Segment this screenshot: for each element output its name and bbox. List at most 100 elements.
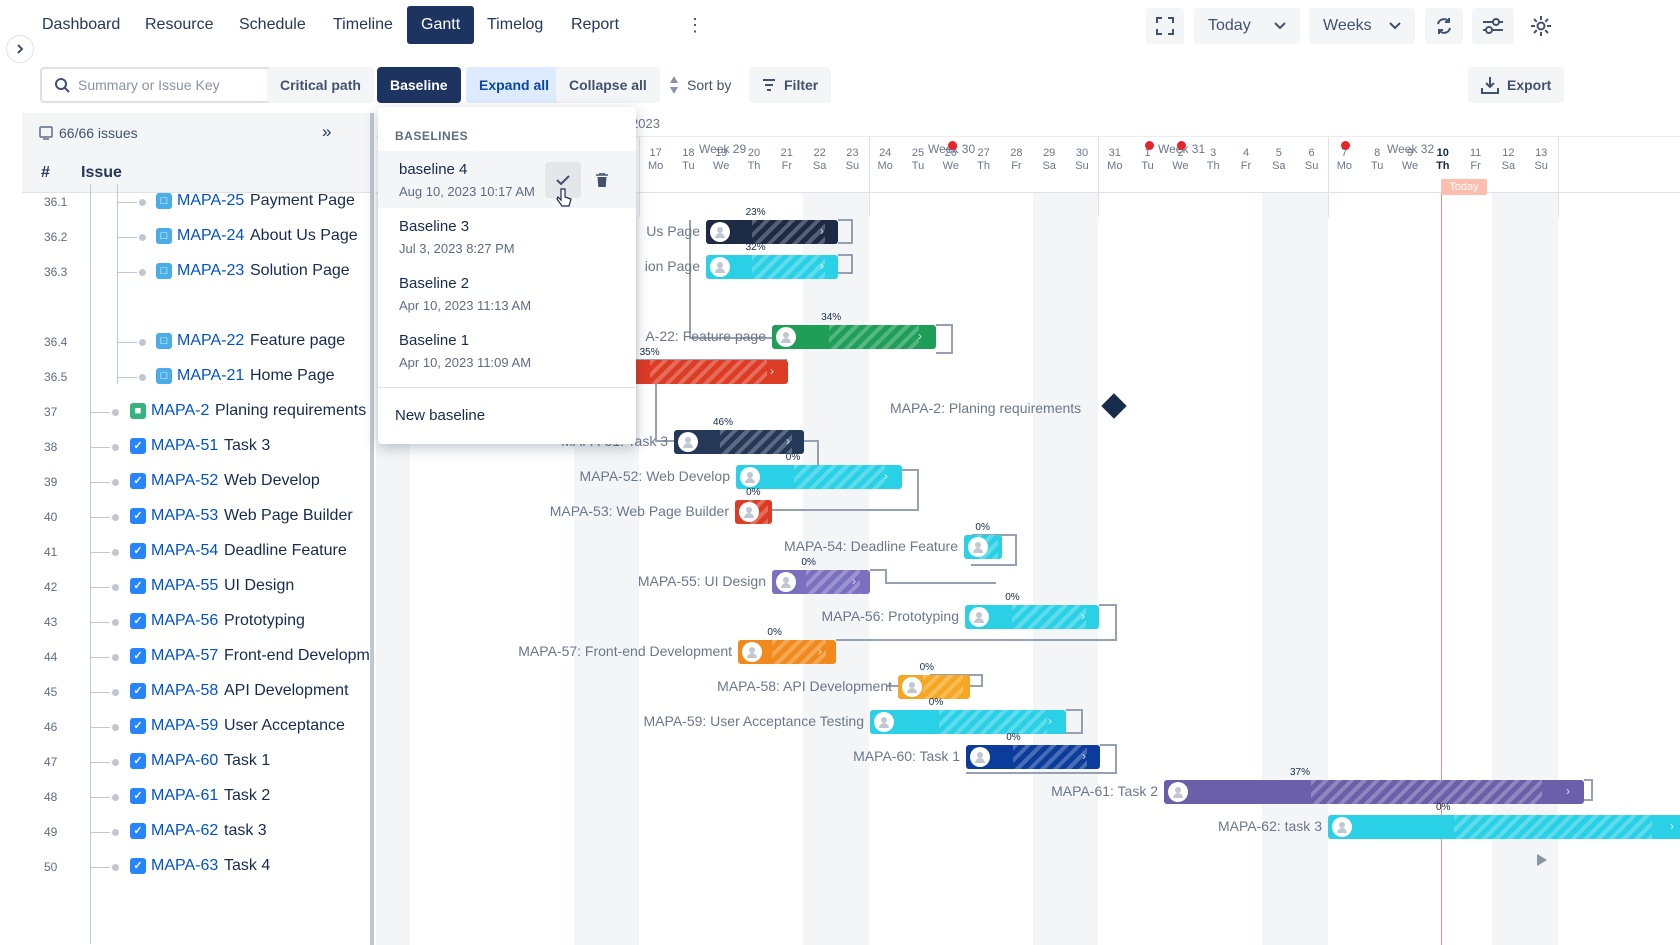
baseline-button[interactable]: Baseline xyxy=(377,67,461,103)
today-dropdown[interactable]: Today xyxy=(1194,8,1300,44)
expand-all-button[interactable]: Expand all xyxy=(466,67,563,103)
day-number: 12 xyxy=(1502,147,1515,159)
issue-key-link[interactable]: MAPA-55 xyxy=(151,577,219,594)
baseline-item[interactable]: Baseline 1 Apr 10, 2023 11:09 AM xyxy=(378,322,636,379)
collapse-all-button[interactable]: Collapse all xyxy=(556,67,660,103)
baseline-item[interactable]: baseline 4 Aug 10, 2023 10:17 AM xyxy=(378,151,636,208)
day-number: 18 xyxy=(682,147,695,159)
sidebar-toggle-button[interactable] xyxy=(6,35,34,63)
issue-key-link[interactable]: MAPA-24 xyxy=(177,227,245,244)
scroll-right-icon[interactable] xyxy=(1536,853,1548,867)
issue-key-link[interactable]: MAPA-60 xyxy=(151,752,219,769)
issue-key-link[interactable]: MAPA-23 xyxy=(177,262,245,279)
gantt-bar[interactable]: › xyxy=(706,220,838,244)
new-baseline-button[interactable]: New baseline xyxy=(395,407,486,424)
day-number: 29 xyxy=(1043,147,1056,159)
baseline-item[interactable]: Baseline 2 Apr 10, 2023 11:13 AM xyxy=(378,265,636,322)
gantt-bar[interactable]: › xyxy=(772,325,936,349)
issue-key-link[interactable]: MAPA-62 xyxy=(151,822,219,839)
issue-key-link[interactable]: MAPA-56 xyxy=(151,612,219,629)
filter-button[interactable]: Filter xyxy=(749,67,832,103)
export-button[interactable]: Export xyxy=(1468,67,1565,103)
issue-key-link[interactable]: MAPA-63 xyxy=(151,857,219,874)
issue-key-link[interactable]: MAPA-51 xyxy=(151,437,219,454)
issue-key-link[interactable]: MAPA-54 xyxy=(151,542,219,559)
issue-key-link[interactable]: MAPA-25 xyxy=(177,192,245,209)
scale-dropdown[interactable]: Weeks xyxy=(1309,8,1415,44)
today-dropdown-label: Today xyxy=(1208,17,1251,34)
baseline-name: Baseline 2 xyxy=(399,275,470,292)
tab-report[interactable]: Report xyxy=(571,16,620,33)
tab-gantt[interactable]: Gantt xyxy=(407,6,475,44)
gantt-bar[interactable]: › xyxy=(772,570,870,594)
tab-timeline[interactable]: Timeline xyxy=(333,16,393,33)
issue-key-link[interactable]: MAPA-61 xyxy=(151,787,219,804)
issue-title: Home Page xyxy=(250,367,335,384)
search-input[interactable] xyxy=(78,77,263,93)
gantt-bar[interactable]: › xyxy=(965,605,1099,629)
critical-path-button[interactable]: Critical path xyxy=(267,67,374,103)
delete-baseline-button[interactable] xyxy=(586,162,618,198)
gantt-bar[interactable]: › xyxy=(966,745,1100,769)
sync-button[interactable] xyxy=(1425,8,1463,44)
more-tabs-icon[interactable]: ⋮ xyxy=(686,15,704,35)
issue-key-link[interactable]: MAPA-59 xyxy=(151,717,219,734)
gantt-bar[interactable] xyxy=(735,500,772,524)
collapse-panel-icon[interactable]: » xyxy=(322,122,332,141)
issue-key-link[interactable]: MAPA-58 xyxy=(151,682,219,699)
tab-timelog[interactable]: Timelog xyxy=(487,16,544,33)
issue-key-link[interactable]: MAPA-2 xyxy=(151,402,210,419)
tab-schedule[interactable]: Schedule xyxy=(239,16,306,33)
gantt-bar[interactable]: › xyxy=(674,430,804,454)
gantt-bar[interactable]: › xyxy=(738,640,836,664)
fullscreen-button[interactable] xyxy=(1146,8,1184,44)
task-type-icon: ✓ xyxy=(130,683,146,699)
issue-key-link[interactable]: MAPA-57 xyxy=(151,647,219,664)
search-box[interactable] xyxy=(40,67,275,103)
settings-button[interactable] xyxy=(1522,8,1560,44)
tab-dashboard[interactable]: Dashboard xyxy=(42,16,121,33)
issue-key-link[interactable]: MAPA-21 xyxy=(177,367,245,384)
issue-title: Task 2 xyxy=(224,787,271,804)
issue-key-link[interactable]: MAPA-52 xyxy=(151,472,219,489)
gantt-bar[interactable]: › xyxy=(706,255,838,279)
week-label: Week 29 xyxy=(699,142,747,156)
view-settings-button[interactable] xyxy=(1472,8,1514,44)
gantt-bar[interactable]: › xyxy=(736,465,902,489)
row-number: 43 xyxy=(44,615,58,629)
gantt-bar[interactable] xyxy=(898,675,970,699)
gantt-bar[interactable] xyxy=(964,535,1002,559)
sort-by-button[interactable]: Sort by xyxy=(656,67,744,103)
issue-key-link[interactable]: MAPA-53 xyxy=(151,507,219,524)
gantt-bar[interactable]: › xyxy=(870,710,1066,734)
gantt-bar[interactable]: › xyxy=(1164,780,1584,804)
baseline-item[interactable]: Baseline 3 Jul 3, 2023 8:27 PM xyxy=(378,208,636,265)
day-weekday: Tu xyxy=(682,160,695,172)
gantt-bar[interactable]: › xyxy=(1328,815,1680,839)
issue-key-link[interactable]: MAPA-22 xyxy=(177,332,245,349)
tab-resource[interactable]: Resource xyxy=(145,16,214,33)
assignee-avatar-icon xyxy=(710,257,730,277)
